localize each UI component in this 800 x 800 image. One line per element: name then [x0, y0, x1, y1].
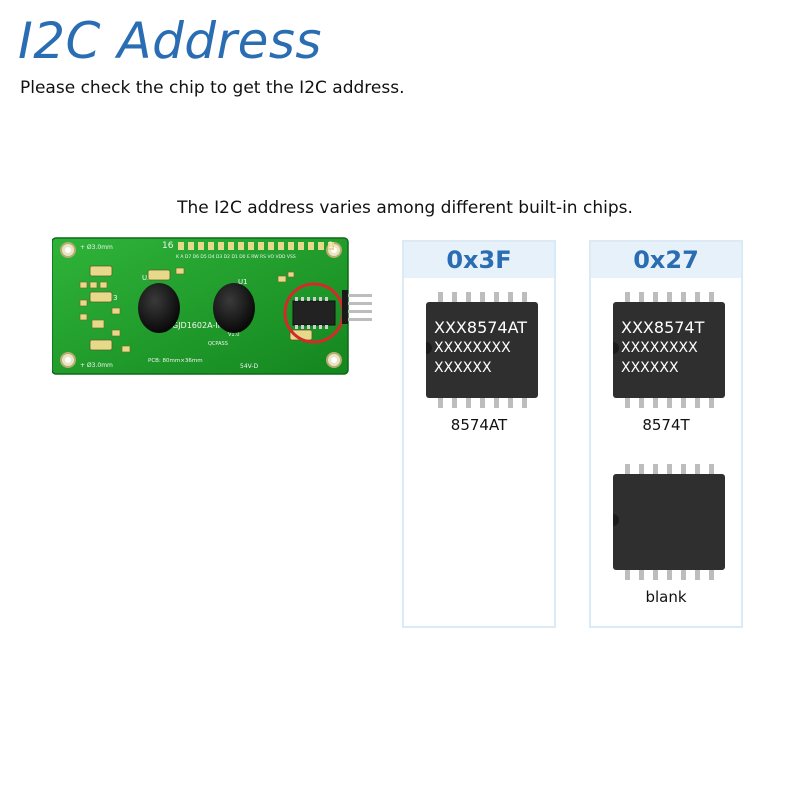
page-subtitle: Please check the chip to get the I2C add…	[20, 78, 405, 98]
chip-marking: XXX8574AT XXXXXXXX XXXXXX	[434, 318, 527, 378]
qcpass-label: QCPASS	[208, 341, 228, 347]
header-pin-labels: K A D7 D6 D5 D4 D3 D2 D1 D0 E RW RS VO V…	[176, 254, 296, 260]
address-header: 0x3F	[404, 242, 554, 278]
address-header: 0x27	[591, 242, 741, 278]
chip-marking: XXX8574T XXXXXXXX XXXXXX	[621, 318, 704, 378]
chip-8574at-image	[426, 292, 538, 408]
chip-8574t-image	[613, 292, 725, 408]
hole-label-bottom: + Ø3.0mm	[80, 362, 113, 369]
hole-label-top: + Ø3.0mm	[80, 244, 113, 251]
u1-label: U1	[238, 278, 248, 286]
lcd-i2c-board-image: + Ø3.0mm + Ø3.0mm 16 1 K A D7 D6 D5 D4 D…	[52, 237, 372, 375]
pcb-size-label: PCB: 80mm×36mm	[148, 358, 203, 364]
chip-marking-line3: XXXXXX	[621, 360, 679, 376]
u3-label: U3	[108, 294, 118, 302]
chip-marking-line2: XXXXXXXX	[621, 340, 698, 356]
pin1-label: 1	[328, 241, 334, 251]
chip-blank-image	[613, 464, 725, 580]
chip-label-blank: blank	[645, 588, 687, 606]
model-label: GJD1602A-IIC	[172, 321, 226, 330]
chip-marking-line2: XXXXXXXX	[434, 340, 511, 356]
page-title: I2C Address	[18, 12, 322, 70]
address-column-0x27: 0x27 XXX8574T XXXXXXXX XXXXXX 8574T blan…	[589, 240, 743, 628]
chip-label-8574at: 8574AT	[450, 416, 508, 434]
version-label: V1.0	[228, 332, 239, 338]
chip-marking-line1: XXX8574AT	[434, 318, 528, 337]
chip-label-8574t: 8574T	[642, 416, 690, 434]
chip-marking-line1: XXX8574T	[621, 318, 705, 337]
u2-label: U2	[142, 274, 152, 282]
pin16-label: 16	[162, 241, 174, 251]
code-label: 54V-D	[240, 363, 259, 370]
chip-caption: The I2C address varies among different b…	[177, 198, 633, 218]
address-column-0x3f: 0x3F XXX8574AT XXXXXXXX XXXXXX 8574AT	[402, 240, 556, 628]
chip-marking-line3: XXXXXX	[434, 360, 492, 376]
